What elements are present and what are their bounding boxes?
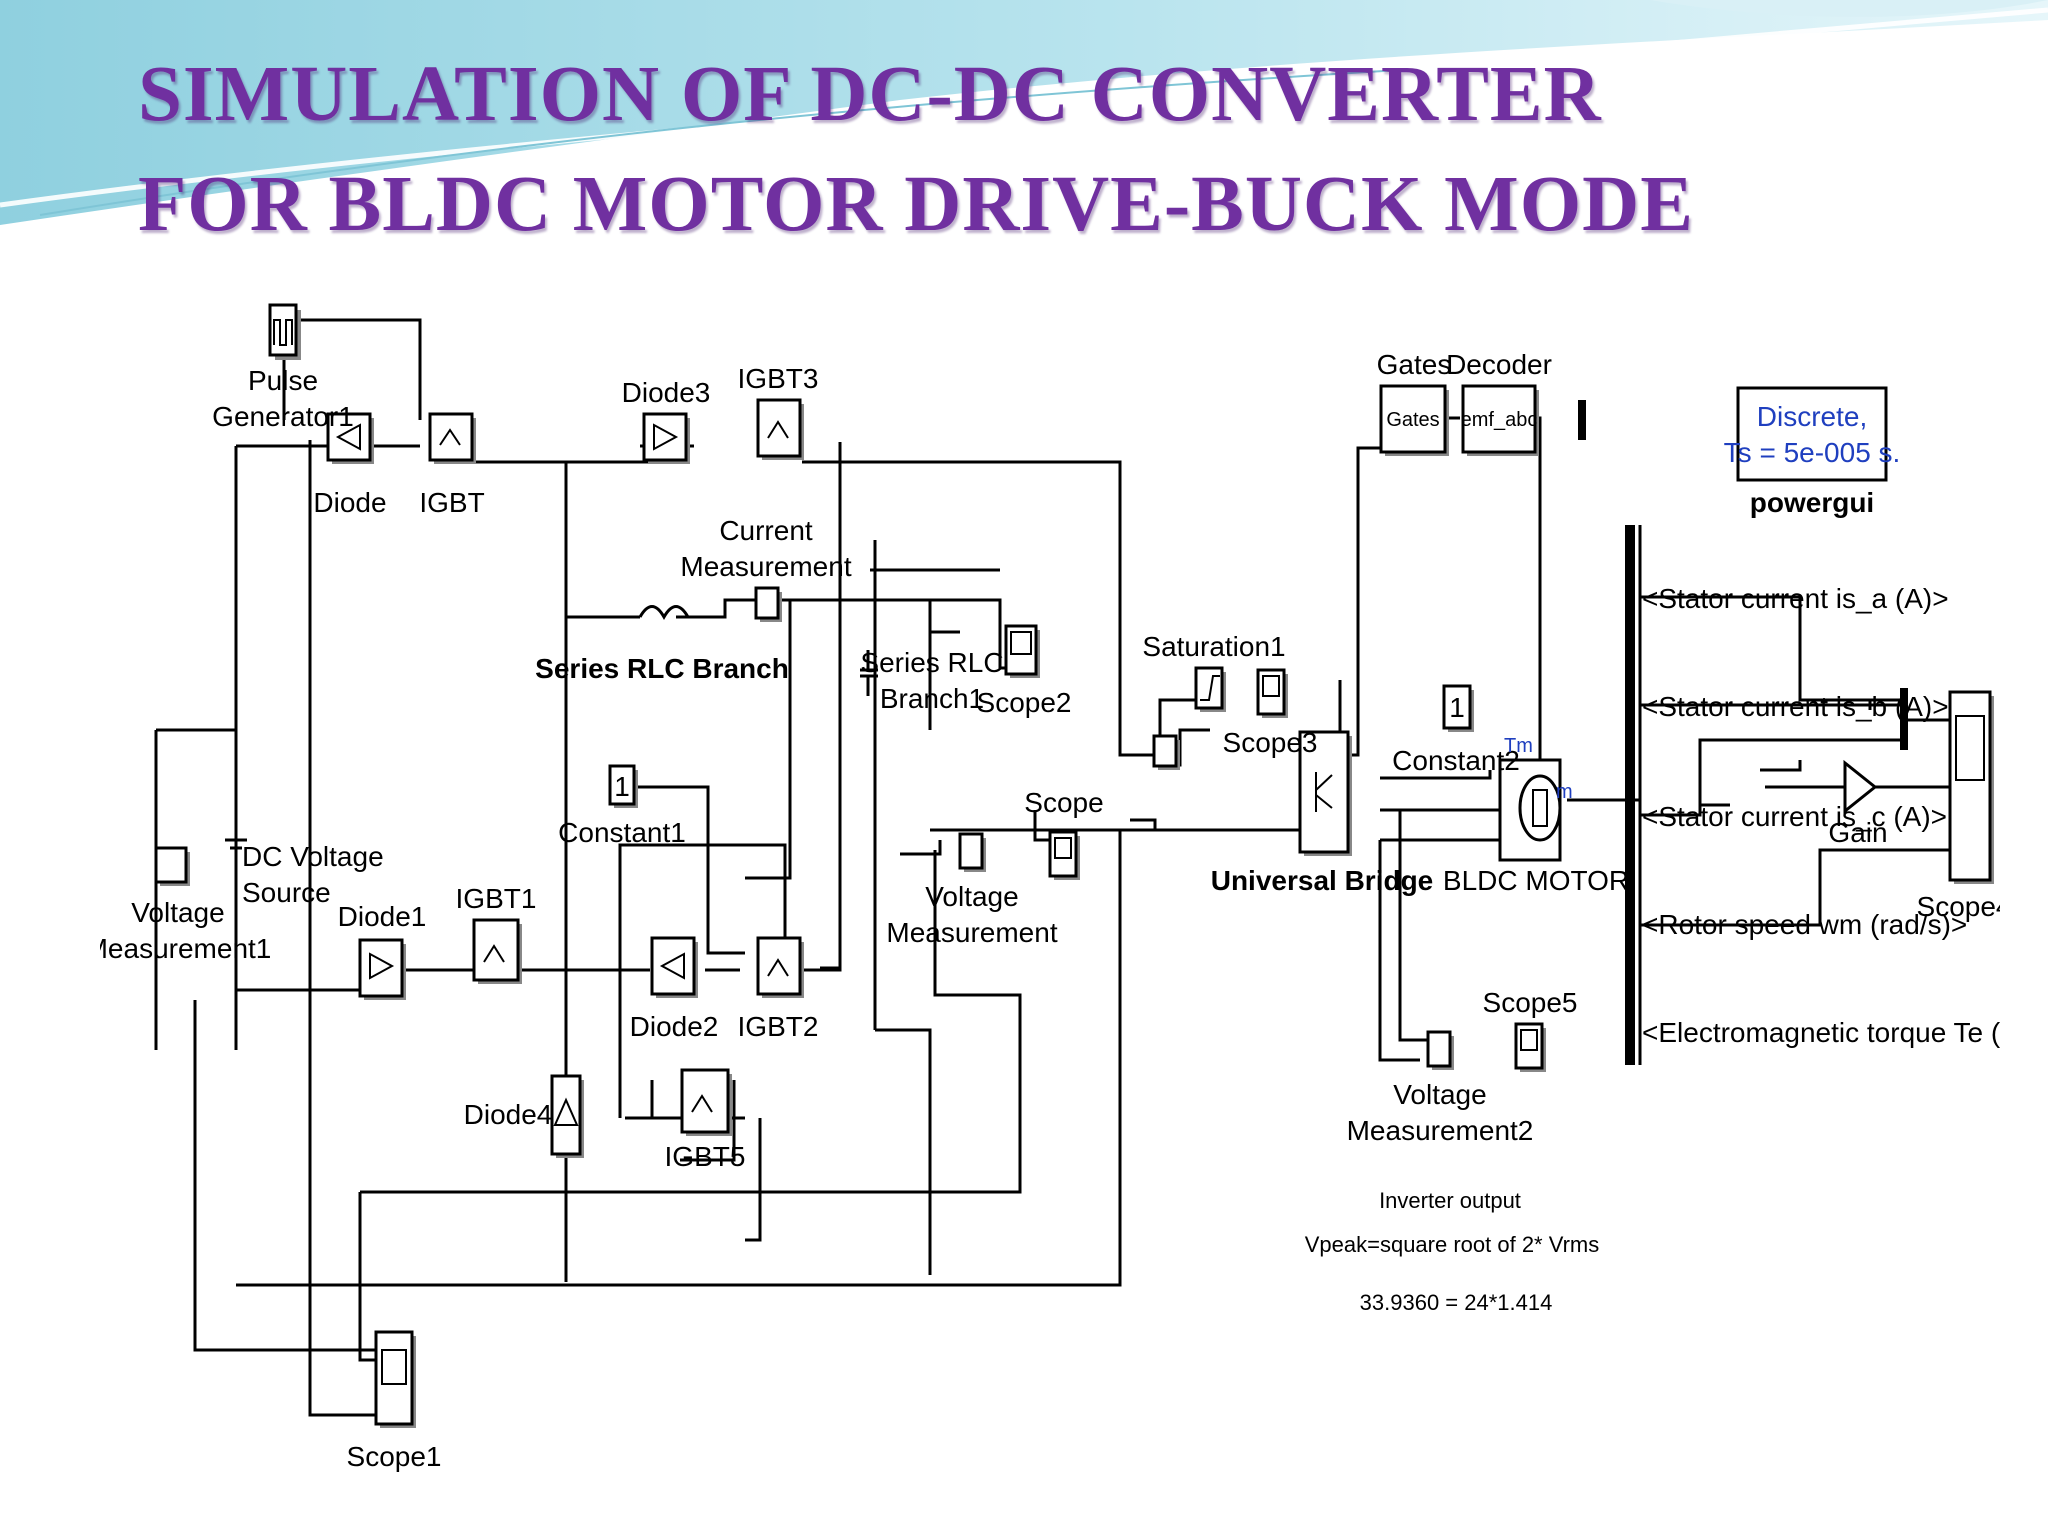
igbt1-block[interactable]: [472, 918, 522, 984]
powergui-block[interactable]: [1736, 386, 1888, 482]
scope3-label: Scope3: [1223, 727, 1318, 758]
diode-block[interactable]: [326, 412, 374, 464]
hall-input-bar: [1578, 400, 1586, 440]
powergui-discrete: Discrete,: [1757, 401, 1867, 432]
gates-port-label: Gates: [1386, 409, 1439, 431]
igbt5-label: IGBT5: [665, 1141, 746, 1172]
constant2-label: Constant2: [1392, 745, 1520, 776]
diode-label: Diode: [313, 487, 386, 518]
sum-block[interactable]: [1152, 734, 1180, 770]
diode2-block[interactable]: [650, 936, 698, 998]
inverter-note: Inverter output Vpeak=square root of 2* …: [1305, 1188, 1600, 1315]
note-line3: 33.9360 = 24*1.414: [1360, 1290, 1553, 1315]
igbt-label: IGBT: [419, 487, 484, 518]
bus-signal-labels: <Stator current is_a (A)> <Stator curren…: [1642, 583, 2000, 1048]
mux-bar: [1900, 688, 1908, 750]
scope-block[interactable]: [1048, 830, 1080, 880]
bus-signal-stator-c: <Stator current is_c (A)>: [1642, 801, 1947, 832]
diode4-block[interactable]: [550, 1074, 584, 1158]
current-measurement-block[interactable]: [754, 586, 782, 622]
scope5-block[interactable]: [1514, 1022, 1546, 1072]
constant2-block[interactable]: [1442, 684, 1474, 732]
bus-signal-stator-a: <Stator current is_a (A)>: [1642, 583, 1949, 614]
scope1-block[interactable]: [374, 1330, 416, 1428]
saturation1-block[interactable]: [1194, 666, 1226, 712]
igbt3-label: IGBT3: [738, 363, 819, 394]
diode3-block[interactable]: [642, 412, 690, 464]
gain-block[interactable]: [1843, 759, 1878, 815]
tm-port-label: Tm: [1504, 735, 1533, 757]
series-rlc-branch1-block[interactable]: [860, 650, 878, 696]
note-line2: Vpeak=square root of 2* Vrms: [1305, 1232, 1600, 1257]
universal-bridge-label: Universal Bridge: [1211, 865, 1434, 896]
decoder-label: Decoder: [1446, 349, 1552, 380]
scope2-block[interactable]: [1004, 624, 1040, 678]
voltage-measurement1-block[interactable]: [154, 846, 190, 886]
slide-title-line2: FOR BLDC MOTOR DRIVE-BUCK MODE: [138, 161, 1694, 248]
scope5-label: Scope5: [1483, 987, 1578, 1018]
igbt3-block[interactable]: [756, 398, 804, 460]
slide-title-line1: SIMULATION OF DC-DC CONVERTER: [138, 51, 1602, 138]
diode1-label: Diode1: [338, 901, 427, 932]
bus-selector-bar: [1625, 525, 1635, 1065]
scope1-label: Scope1: [347, 1441, 442, 1472]
bus-signal-rotor-speed: <Rotor speed wm (rad/s)>: [1642, 909, 1967, 940]
constant1-value: 1: [614, 771, 630, 802]
gates-block[interactable]: [1379, 384, 1449, 456]
igbt5-block[interactable]: [680, 1068, 732, 1136]
diode2-label: Diode2: [630, 1011, 719, 1042]
igbt2-label: IGBT2: [738, 1011, 819, 1042]
voltage-measurement-block[interactable]: [958, 832, 986, 872]
powergui-label: powergui: [1750, 487, 1874, 518]
decoder-block[interactable]: [1461, 384, 1539, 456]
gates-label: Gates: [1377, 349, 1452, 380]
bus-signal-torque: <Electromagnetic torque Te (N*m)>: [1642, 1017, 2000, 1048]
bus-signal-stator-b: <Stator current is_b (A)>: [1642, 691, 1949, 722]
decoder-port-label: emf_abc: [1461, 409, 1538, 431]
constant2-value: 1: [1449, 692, 1465, 723]
igbt2-block[interactable]: [756, 936, 804, 998]
pulse-generator-block[interactable]: [268, 303, 301, 360]
scope3-block[interactable]: [1256, 668, 1288, 718]
scope4-block[interactable]: [1948, 690, 1994, 884]
saturation1-label: Saturation1: [1142, 631, 1285, 662]
note-line1: Inverter output: [1379, 1188, 1521, 1213]
constant1-label: Constant1: [558, 817, 686, 848]
diode4-label: Diode4: [464, 1099, 553, 1130]
bldc-motor-block[interactable]: [1498, 758, 1562, 862]
scope-label: Scope: [1024, 787, 1103, 818]
series-rlc-branch-label: Series RLC Branch: [535, 653, 789, 684]
series-rlc-branch-block[interactable]: [638, 605, 690, 621]
bldc-motor-label: BLDC MOTOR: [1443, 865, 1629, 896]
m-port-label: m: [1556, 781, 1573, 803]
dc-voltage-source-block[interactable]: [225, 720, 247, 990]
voltage-measurement2-block[interactable]: [1426, 1030, 1454, 1070]
scope4-label: Scope4: [1917, 891, 2000, 922]
diode3-label: Diode3: [622, 377, 711, 408]
diode1-block[interactable]: [358, 938, 406, 1000]
gain-label: Gain: [1828, 817, 1887, 848]
powergui-ts: Ts = 5e-005 s.: [1724, 437, 1901, 468]
constant1-block[interactable]: [608, 764, 638, 808]
igbt1-label: IGBT1: [456, 883, 537, 914]
igbt-block[interactable]: [428, 412, 476, 464]
scope2-label: Scope2: [977, 687, 1072, 718]
universal-bridge-block[interactable]: [1298, 730, 1352, 856]
